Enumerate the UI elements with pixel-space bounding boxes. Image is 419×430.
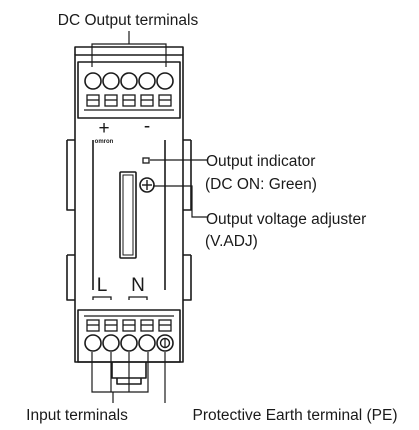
input-terminals-label: Input terminals <box>26 407 128 424</box>
dc-output-screw-2[interactable] <box>102 72 120 90</box>
pe-terminal-label: Protective Earth terminal (PE) <box>192 407 397 424</box>
input-screw-1[interactable] <box>84 334 102 352</box>
dc-output-screw-3[interactable] <box>120 72 138 90</box>
output-voltage-adjuster-sublabel: (V.ADJ) <box>205 233 258 250</box>
dc-output-screw-5[interactable] <box>156 72 174 90</box>
l-symbol: L <box>97 275 108 296</box>
input-screw-2[interactable] <box>102 334 120 352</box>
n-symbol: N <box>131 275 145 296</box>
device-body <box>66 46 192 385</box>
brand-logo: omron <box>95 139 114 145</box>
input-clamps <box>84 315 174 332</box>
output-indicator-label: Output indicator <box>206 153 315 170</box>
dc-output-clamps <box>84 94 174 111</box>
label-window <box>119 171 137 259</box>
dc-output-terminals-label: DC Output terminals <box>58 12 199 29</box>
plus-symbol: + <box>98 118 109 139</box>
output-indicator-sublabel: (DC ON: Green) <box>205 176 317 193</box>
dc-output-screw-4[interactable] <box>138 72 156 90</box>
minus-symbol: - <box>144 116 150 137</box>
pe-screw[interactable] <box>156 334 174 352</box>
input-screw-3[interactable] <box>120 334 138 352</box>
input-screws <box>84 334 156 352</box>
output-voltage-adjuster-label: Output voltage adjuster <box>206 211 366 228</box>
input-screw-4[interactable] <box>138 334 156 352</box>
dc-output-screws <box>84 72 174 90</box>
voltage-adjuster-knob[interactable] <box>139 177 155 193</box>
output-indicator-led <box>142 157 150 164</box>
dc-output-screw-1[interactable] <box>84 72 102 90</box>
leader-lines <box>91 31 207 403</box>
